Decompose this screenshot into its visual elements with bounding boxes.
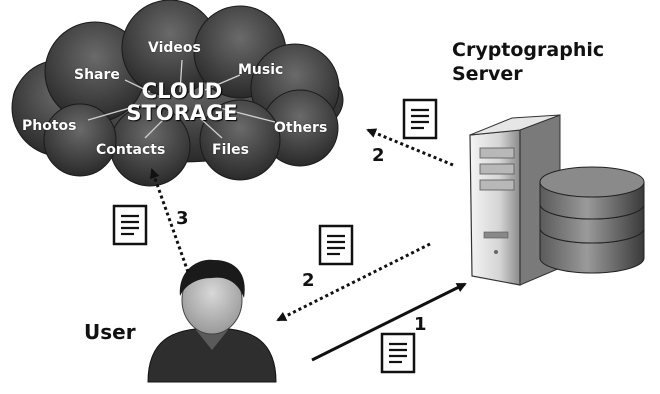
document-icon — [380, 332, 416, 374]
cloud-item-photos: Photos — [22, 118, 77, 134]
arrow-step-3 — [149, 168, 190, 273]
arrow-step-1 — [311, 282, 467, 362]
cloud-item-files: Files — [212, 142, 249, 158]
cloud-item-contacts: Contacts — [96, 142, 166, 158]
document-icon — [112, 204, 148, 246]
server-label: Cryptographic Server — [452, 38, 604, 86]
document-icon — [402, 98, 438, 140]
cloud-item-others: Others — [274, 120, 328, 136]
document-icon — [318, 224, 354, 266]
server-icon — [469, 114, 645, 286]
step-number-2-cloud: 2 — [372, 145, 385, 166]
cloud-title: CLOUD STORAGE — [112, 80, 252, 124]
user-label: User — [84, 320, 136, 344]
cloud-item-videos: Videos — [148, 40, 201, 56]
cloud-item-music: Music — [238, 62, 284, 78]
step-number-3: 3 — [176, 208, 189, 229]
cloud-title-line1: CLOUD — [141, 79, 223, 103]
user-icon — [147, 259, 277, 383]
cloud-title-line2: STORAGE — [126, 101, 238, 125]
server-label-line2: Server — [452, 63, 523, 85]
server-label-line1: Cryptographic — [452, 39, 605, 61]
step-number-1: 1 — [414, 314, 427, 335]
cloud-icon — [11, 0, 344, 187]
step-number-2-user: 2 — [302, 270, 315, 291]
arrow-step-2-to-user — [276, 242, 431, 322]
cloud-item-share: Share — [74, 67, 120, 83]
